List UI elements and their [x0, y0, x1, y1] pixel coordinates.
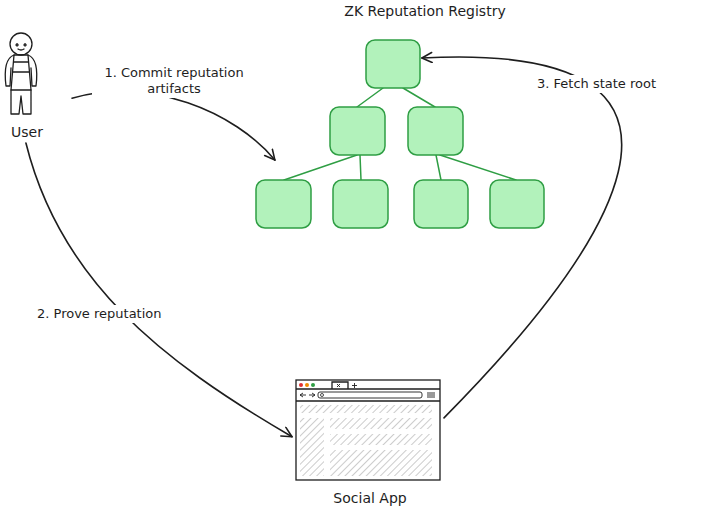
app-node: Social App [292, 376, 444, 511]
node-label: Social App [333, 490, 406, 507]
node-label: ZK Reputation Registry [344, 3, 505, 20]
flow-arrow [72, 91, 275, 160]
edge-label: 2. Prove reputation [34, 305, 165, 323]
node-label: User [11, 124, 43, 141]
registry-node: ZK Reputation Registry [250, 0, 550, 232]
edge-label: 1. Commit reputation artifacts [92, 64, 256, 98]
flow-arrow [26, 143, 292, 437]
edge-label: 3. Fetch state root [534, 75, 659, 93]
actor-node: User [0, 28, 72, 143]
